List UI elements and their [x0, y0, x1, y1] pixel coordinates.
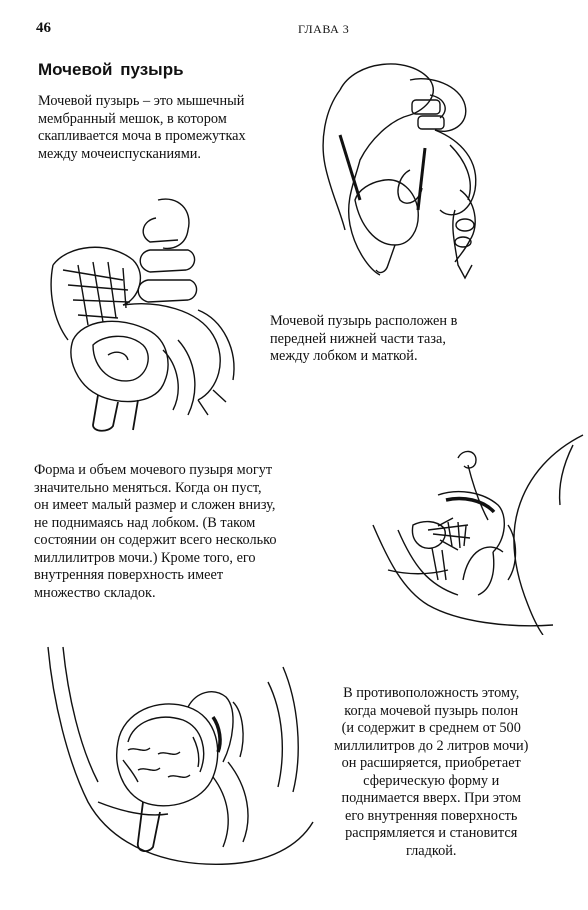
text-line: когда мочевой пузырь полон: [344, 702, 519, 719]
text-line: он расширяется, приобретает: [341, 755, 521, 771]
paragraph-definition: Мочевой пузырь – это мышечный мембранный…: [38, 93, 246, 163]
section-title: Мочевой пузырь: [38, 60, 184, 79]
full-bladder-section-icon: [28, 642, 318, 882]
text-line: между лобком и маткой.: [270, 348, 418, 364]
paragraph-full-bladder: В противоположность этому, когда мочевой…: [334, 685, 528, 860]
text-line: Мочевой пузырь расположен в: [270, 313, 458, 329]
text-line: он имеет малый размер и сложен внизу,: [34, 497, 276, 513]
text-line: не поднимаясь над лобком. (В таком: [34, 514, 256, 531]
text-line: (и содержит в среднем от 500: [341, 720, 521, 736]
pelvis-bladder-front-icon: [300, 50, 530, 285]
pelvis-bladder-oblique-icon: [38, 190, 263, 440]
text-line: Форма и объем мочевого пузыря могут: [34, 462, 273, 478]
text-line: значительно меняться. Когда он пуст,: [34, 479, 262, 496]
text-line: его внутренняя поверхность: [344, 807, 518, 824]
text-line: гладкой.: [405, 842, 457, 859]
text-line: множество складок.: [34, 584, 156, 601]
text-line: передней нижней части таза,: [270, 330, 446, 347]
text-line: сферическую форму и: [363, 772, 500, 789]
text-line: распрямляется и становится: [345, 825, 518, 841]
empty-bladder-section-icon: [368, 430, 588, 635]
text-line: Мочевой пузырь – это мышечный: [38, 93, 245, 109]
text-line: между мочеиспусканиями.: [38, 145, 201, 162]
text-line: миллилитров мочи.) Кроме того, его: [34, 549, 256, 566]
text-line: скапливается моча в промежутках: [38, 128, 246, 144]
page-number: 46: [36, 20, 51, 36]
text-line: внутренняя поверхность имеет: [34, 567, 224, 583]
text-line: мембранный мешок, в котором: [38, 110, 227, 127]
running-head: ГЛАВА 3: [298, 22, 350, 36]
text-line: миллилитров до 2 литров мочи): [334, 737, 529, 754]
text-line: поднимается вверх. При этом: [341, 790, 521, 806]
paragraph-location: Мочевой пузырь расположен в передней ниж…: [270, 313, 457, 366]
paragraph-empty-bladder: Форма и объем мочевого пузыря могут знач…: [34, 462, 276, 602]
text-line: состоянии он содержит всего несколько: [34, 532, 277, 548]
text-line: В противоположность этому,: [343, 685, 520, 701]
